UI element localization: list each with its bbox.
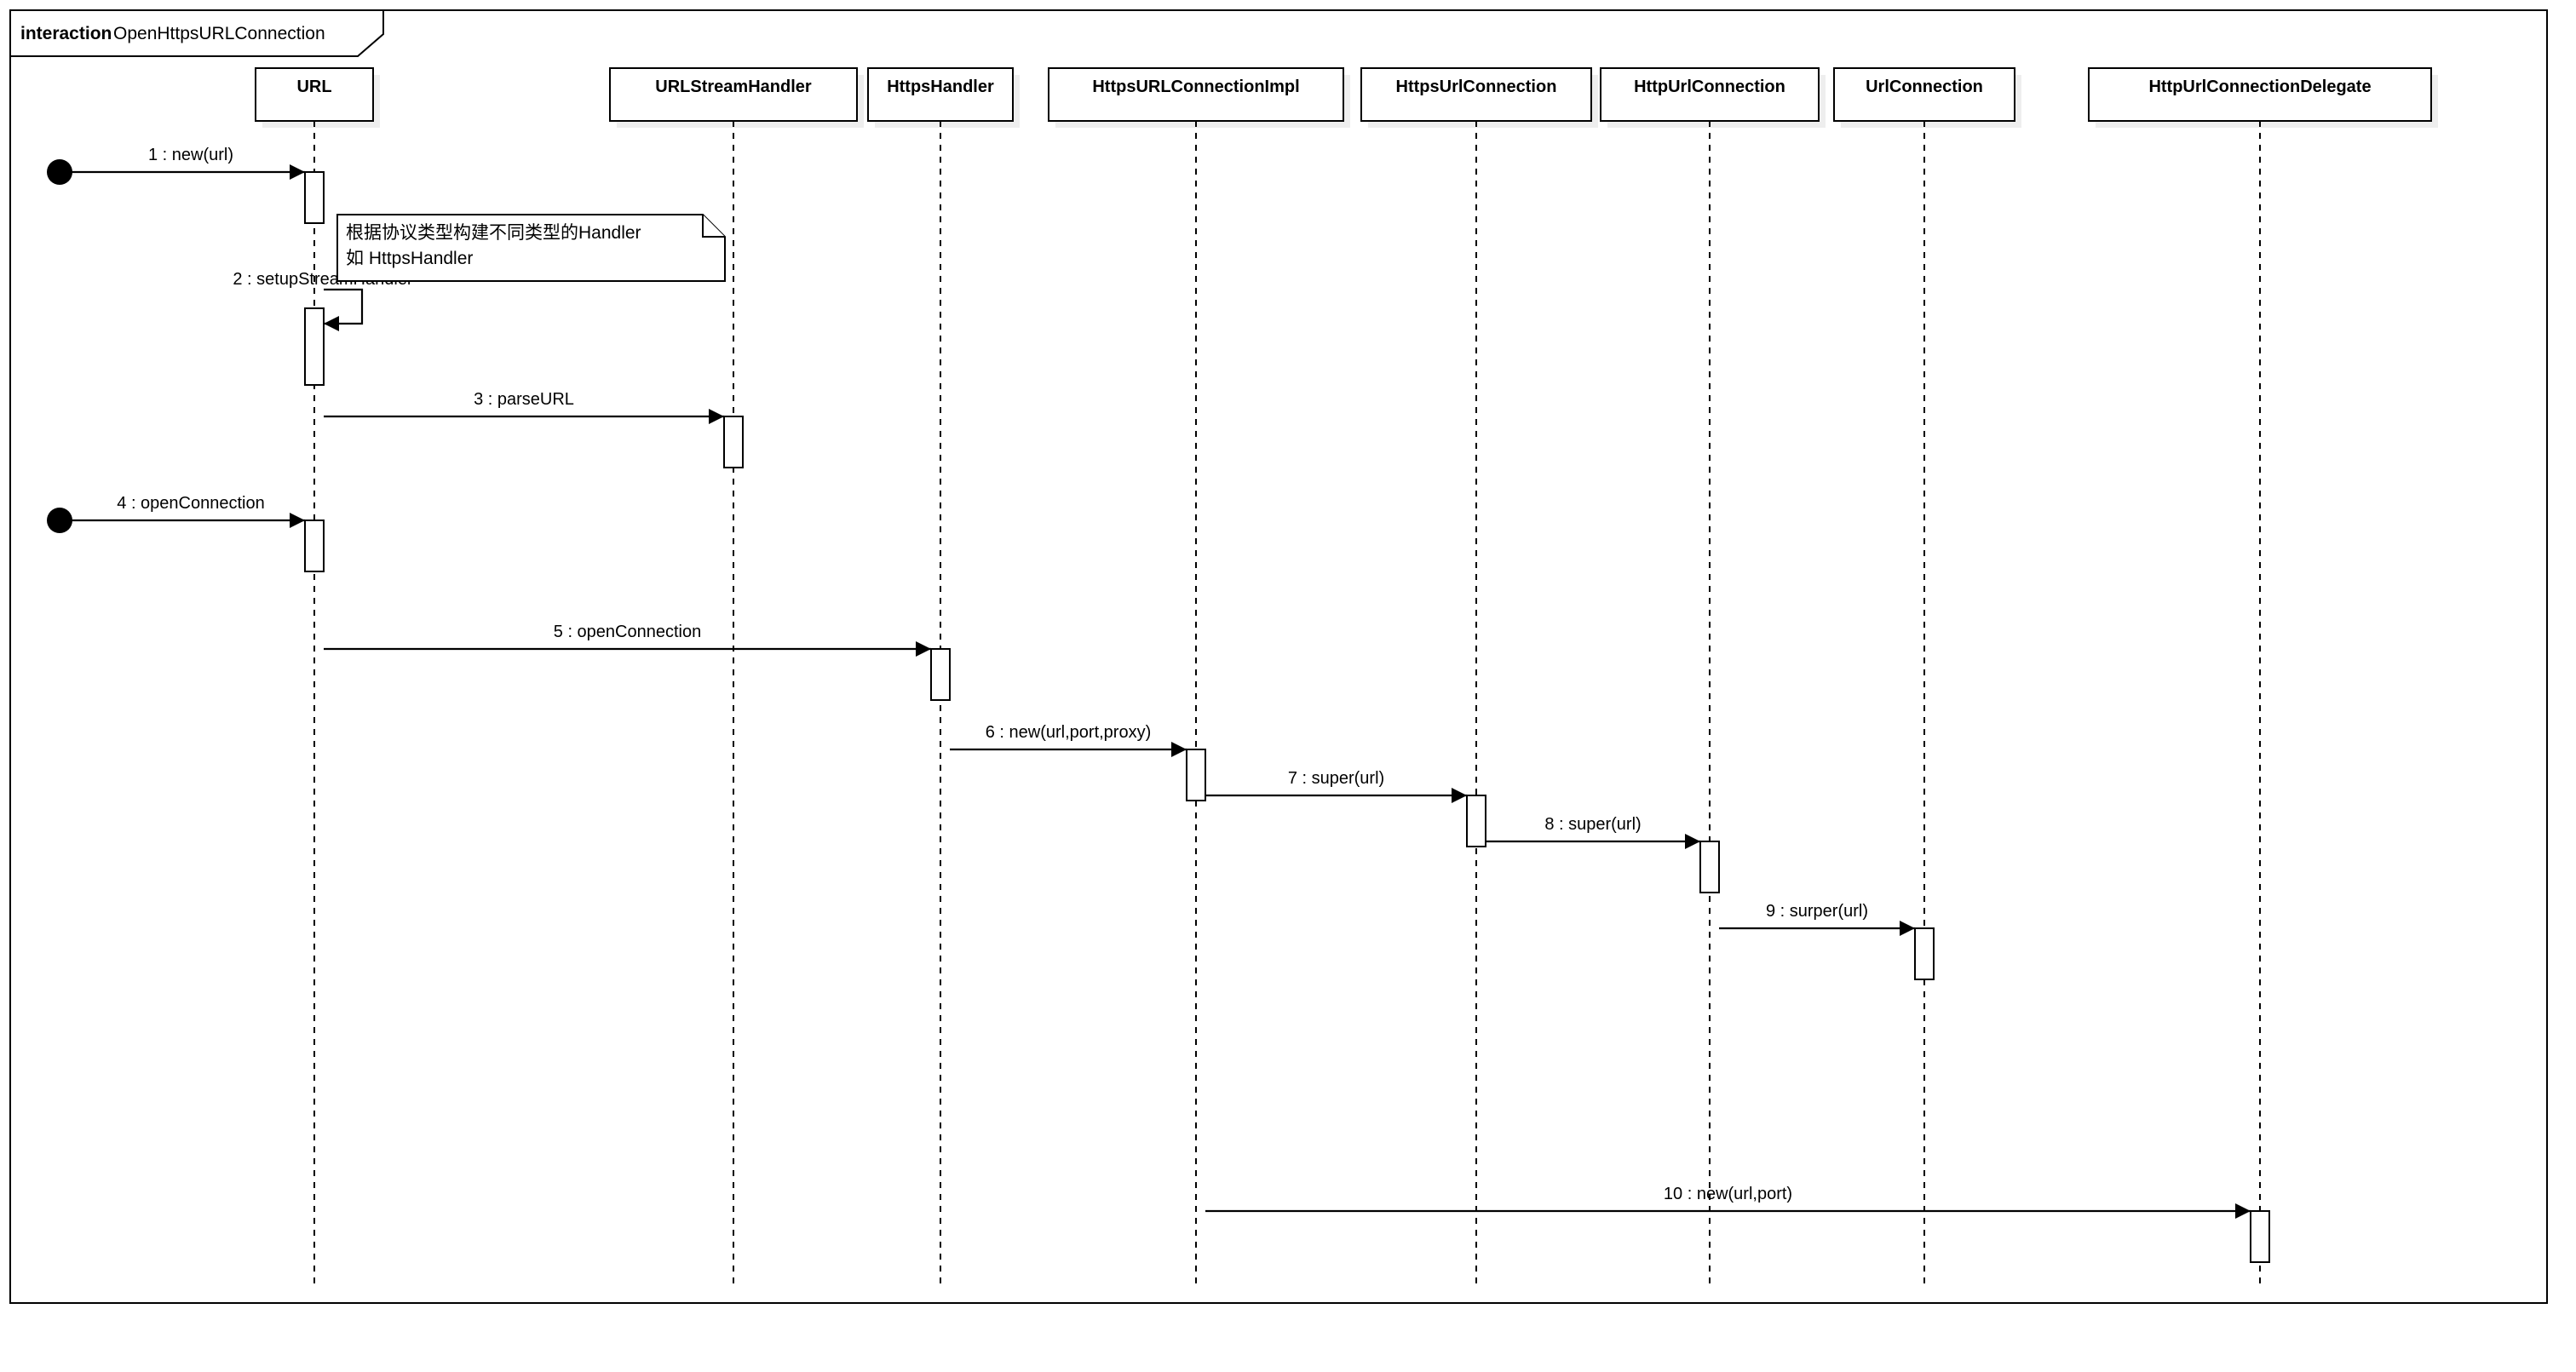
note-comment[interactable]: 根据协议类型构建不同类型的Handler 如 HttpsHandler xyxy=(336,214,726,282)
lifeline-httpsurlconnectionimpl[interactable]: HttpsURLConnectionImpl xyxy=(1048,67,1350,1288)
frame-tab xyxy=(9,9,384,57)
message-9[interactable]: 9 : surper(url) xyxy=(1719,902,1915,936)
message-label: 9 : surper(url) xyxy=(1766,902,1868,921)
lifeline-head-box[interactable] xyxy=(867,67,1014,122)
lifeline-head-label: HttpsUrlConnection xyxy=(1396,77,1557,96)
message-arrowhead xyxy=(290,513,305,528)
lifeline-head-label: HttpUrlConnectionDelegate xyxy=(2148,77,2371,96)
message-arrowhead xyxy=(324,316,339,331)
message-label: 3 : parseURL xyxy=(474,390,574,409)
message-3[interactable]: 3 : parseURL xyxy=(324,390,724,424)
message-7[interactable]: 7 : super(url) xyxy=(1205,769,1467,803)
note-fold-corner xyxy=(702,215,725,238)
lifeline-httpsurlconnection[interactable]: HttpsUrlConnection xyxy=(1360,67,1598,1288)
lifeline-urlstreamhandler[interactable]: URLStreamHandler xyxy=(609,67,864,1288)
activation-bar[interactable] xyxy=(1914,927,1935,980)
activation-bar[interactable] xyxy=(1466,795,1486,847)
lifeline-httpurlconnection[interactable]: HttpUrlConnection xyxy=(1600,67,1826,1288)
message-label: 5 : openConnection xyxy=(554,623,701,641)
lifeline-head-box[interactable] xyxy=(1833,67,2015,122)
message-6[interactable]: 6 : new(url,port,proxy) xyxy=(950,723,1187,757)
message-label: 6 : new(url,port,proxy) xyxy=(986,723,1152,742)
message-arrowhead xyxy=(290,164,305,180)
message-line[interactable] xyxy=(324,288,364,325)
note-line: 根据协议类型构建不同类型的Handler xyxy=(346,223,641,243)
frame-name: OpenHttpsURLConnection xyxy=(113,24,325,43)
note-layer: 根据协议类型构建不同类型的Handler 如 HttpsHandler xyxy=(336,214,726,282)
message-arrowhead xyxy=(2235,1203,2251,1219)
activation-bar[interactable] xyxy=(304,171,325,224)
lifeline-head-label: UrlConnection xyxy=(1866,77,1983,96)
activation-bar[interactable] xyxy=(723,416,744,468)
message-arrowhead xyxy=(1452,788,1467,803)
message-label: 10 : new(url,port) xyxy=(1664,1185,1792,1203)
message-label: 1 : new(url) xyxy=(148,146,233,164)
lifeline-head-label: URL xyxy=(296,77,331,96)
lifeline-head-label: HttpUrlConnection xyxy=(1634,77,1785,96)
message-arrowhead xyxy=(1900,921,1915,936)
interaction-frame: interaction OpenHttpsURLConnection xyxy=(9,9,2548,1304)
lifeline-head-box[interactable] xyxy=(609,67,858,122)
frame-keyword: interaction xyxy=(20,24,112,43)
message-arrowhead xyxy=(1171,742,1187,757)
activation-bar[interactable] xyxy=(304,520,325,572)
lifeline-httpshandler[interactable]: HttpsHandler xyxy=(867,67,1020,1288)
frame-border xyxy=(9,9,2548,1304)
message-label: 4 : openConnection xyxy=(117,494,264,513)
message-10[interactable]: 10 : new(url,port) xyxy=(1205,1185,2251,1219)
lifeline-head-box[interactable] xyxy=(2088,67,2432,122)
lifelines-layer: URL URLStreamHandler HttpsHandler HttpsURLC… xyxy=(255,67,2438,1288)
note-body[interactable] xyxy=(336,214,726,282)
message-4[interactable]: 4 : openConnection xyxy=(47,494,305,533)
lifeline-head-box[interactable] xyxy=(1600,67,1820,122)
activation-bar[interactable] xyxy=(2250,1210,2270,1263)
lifeline-httpurlconnectiondelegate[interactable]: HttpUrlConnectionDelegate xyxy=(2088,67,2438,1288)
message-label: 7 : super(url) xyxy=(1288,769,1384,788)
lifeline-head-label: HttpsURLConnectionImpl xyxy=(1092,77,1299,96)
lifeline-head-box[interactable] xyxy=(1360,67,1592,122)
activation-bar[interactable] xyxy=(304,307,325,386)
activation-bar[interactable] xyxy=(930,648,951,701)
lifeline-head-label: HttpsHandler xyxy=(887,77,994,96)
message-arrowhead xyxy=(709,409,724,424)
activations-layer xyxy=(304,171,2270,1263)
message-arrowhead xyxy=(1685,834,1700,849)
activation-bar[interactable] xyxy=(1699,841,1720,893)
message-5[interactable]: 5 : openConnection xyxy=(324,623,931,657)
message-arrowhead xyxy=(916,641,931,657)
lifeline-head-label: URLStreamHandler xyxy=(655,77,812,96)
lifeline-urlconnection[interactable]: UrlConnection xyxy=(1833,67,2021,1288)
message-label: 8 : super(url) xyxy=(1544,815,1641,834)
message-8[interactable]: 8 : super(url) xyxy=(1486,815,1700,849)
note-line: 如 HttpsHandler xyxy=(346,249,473,268)
lifeline-head-box[interactable] xyxy=(255,67,374,122)
message-1[interactable]: 1 : new(url) xyxy=(47,146,305,185)
activation-bar[interactable] xyxy=(1186,749,1206,801)
